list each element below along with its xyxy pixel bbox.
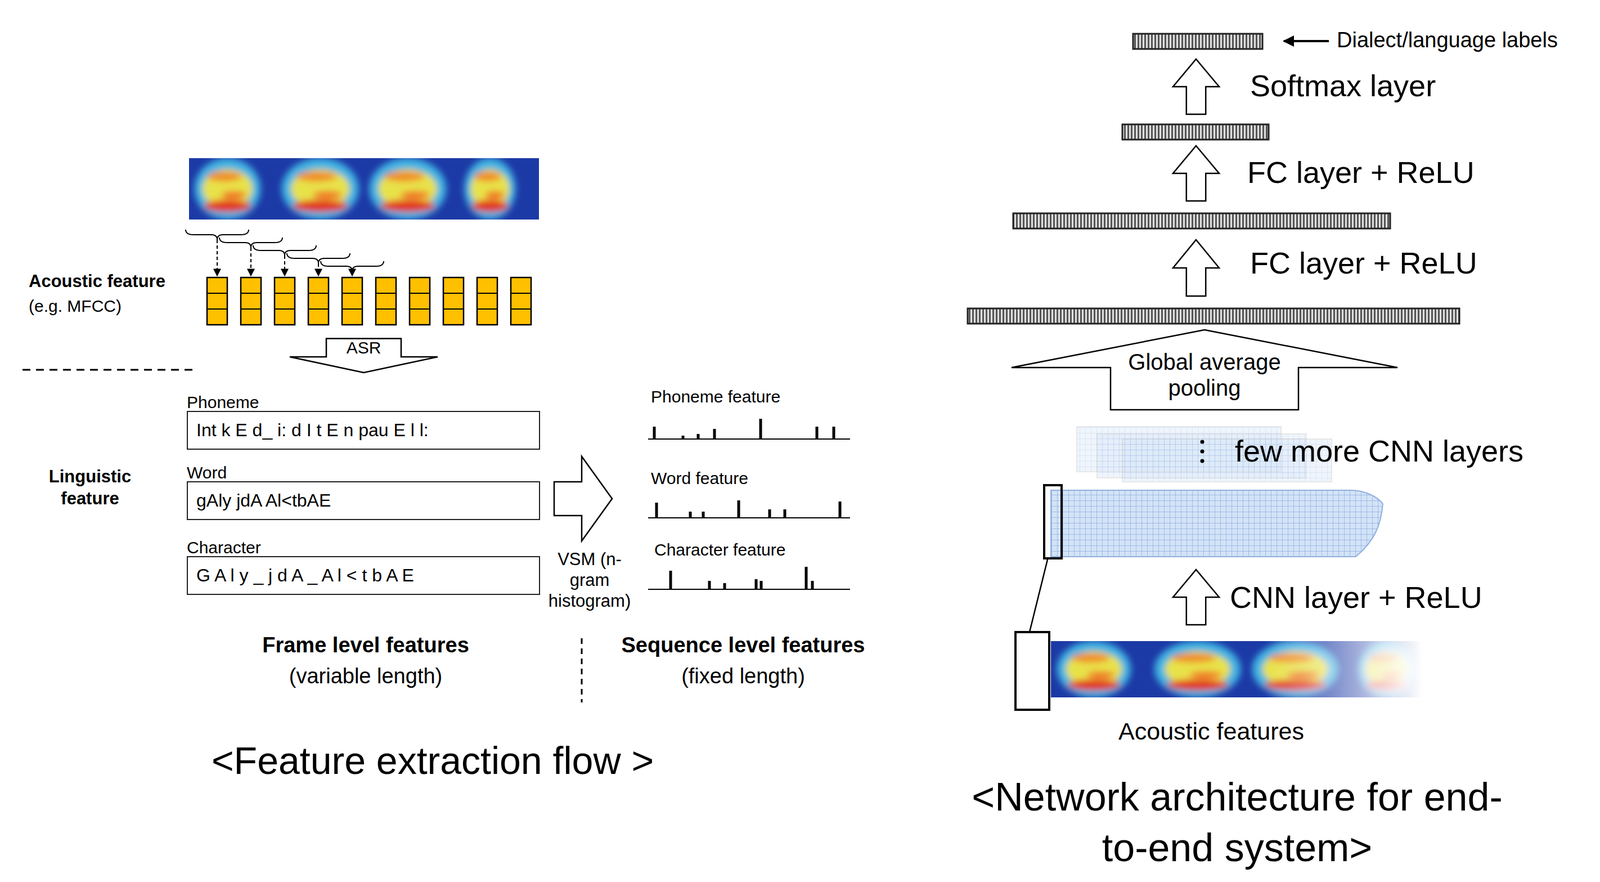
feature-frame <box>308 277 329 325</box>
receptive-field <box>1044 484 1062 559</box>
text-label: few more CNN layers <box>1234 433 1524 469</box>
block-arrow: Global average pooling <box>1010 328 1399 411</box>
ellipsis-dot <box>1200 449 1205 454</box>
histogram <box>648 418 851 439</box>
text-label: Acoustic features <box>1042 717 1381 745</box>
text-label: (e.g. MFCC) <box>28 296 122 317</box>
text-label: Word feature <box>650 468 749 489</box>
up-arrow <box>1172 569 1220 625</box>
layer-bar <box>967 308 1460 324</box>
text-label: VSM (n-gram histogram) <box>541 548 638 612</box>
box-heading: Phoneme <box>186 393 541 411</box>
feature-map <box>1050 490 1383 557</box>
up-arrow <box>1172 145 1220 201</box>
pointer-arrow <box>1283 39 1329 43</box>
sequence-text: Int k E d_ i: d I t E n pau E l l: <box>196 419 429 441</box>
block-arrow <box>554 456 613 541</box>
text-label: <Feature extraction flow > <box>123 738 743 782</box>
box-heading: Word <box>186 464 541 482</box>
arrow-label: Global average pooling <box>1114 348 1295 401</box>
text-label: CNN layer + ReLU <box>1229 579 1483 615</box>
frame-arrow <box>216 239 218 276</box>
text-label: Dialect/language labels <box>1336 28 1558 53</box>
text-label: Sequence level features <box>585 632 901 658</box>
receptive-link <box>1029 559 1048 632</box>
text-label: <Network architecture for end-to-end sys… <box>955 771 1519 873</box>
spectrogram <box>189 158 539 220</box>
arrow-label: ASR <box>326 338 402 357</box>
feature-frame <box>510 277 532 325</box>
box-frame: gAly jdA Al<tbAE <box>186 481 541 520</box>
text-label: (variable length) <box>219 663 512 689</box>
box-frame: Int k E d_ i: d I t E n pau E l l: <box>186 410 541 450</box>
feature-frame <box>409 277 430 325</box>
text-label: FC layer + ReLU <box>1247 154 1475 190</box>
feature-frame <box>274 277 295 325</box>
block-arrow: ASR <box>288 337 439 374</box>
histogram <box>648 500 851 518</box>
feature-frame <box>342 277 363 325</box>
spectrogram <box>1050 640 1442 698</box>
frame-bracket <box>219 237 283 248</box>
layer-bar <box>1013 213 1391 229</box>
text-box: Word gAly jdA Al<tbAE <box>186 464 541 520</box>
separator-line <box>22 369 195 371</box>
text-label: Frame level features <box>219 632 512 658</box>
text-label: FC layer + ReLU <box>1250 245 1478 281</box>
feature-frame <box>375 277 397 325</box>
frame-bracket <box>185 229 249 240</box>
text-label: Character feature <box>654 540 786 560</box>
frame-arrow <box>250 247 252 276</box>
box-frame: G A l y _ j d A _ A l < t b A E <box>186 555 541 595</box>
text-box: PhonemeInt k E d_ i: d I t E n pau E l l… <box>186 393 541 450</box>
separator-line <box>581 637 583 703</box>
ellipsis-dot <box>1200 439 1205 444</box>
text-label: Phoneme feature <box>650 387 781 407</box>
frame-arrow <box>351 271 353 276</box>
text-label: Acoustic feature <box>28 271 166 292</box>
frame-arrow <box>284 255 286 276</box>
layer-bar <box>1133 33 1263 49</box>
feature-frame <box>240 277 262 325</box>
text-box: Character G A l y _ j d A _ A l < t b A E <box>186 538 541 595</box>
text-label: Softmax layer <box>1250 68 1436 103</box>
frame-bracket <box>286 253 350 264</box>
feature-frame <box>477 277 498 325</box>
box-heading: Character <box>186 538 541 556</box>
up-arrow <box>1172 239 1220 296</box>
text-label: Linguistic feature <box>39 465 141 510</box>
histogram <box>648 566 851 590</box>
ellipsis-dot <box>1200 459 1205 464</box>
frame-arrow <box>317 263 319 276</box>
layer-bar <box>1122 124 1269 140</box>
up-arrow <box>1172 59 1220 115</box>
sequence-text: gAly jdA Al<tbAE <box>196 490 331 511</box>
frame-bracket <box>253 245 317 256</box>
frame-bracket <box>320 261 384 272</box>
input-window <box>1015 631 1050 710</box>
text-label: (fixed length) <box>585 663 901 689</box>
feature-frame <box>443 277 464 325</box>
feature-frame <box>207 277 228 325</box>
sequence-text: G A l y _ j d A _ A l < t b A E <box>196 564 415 586</box>
